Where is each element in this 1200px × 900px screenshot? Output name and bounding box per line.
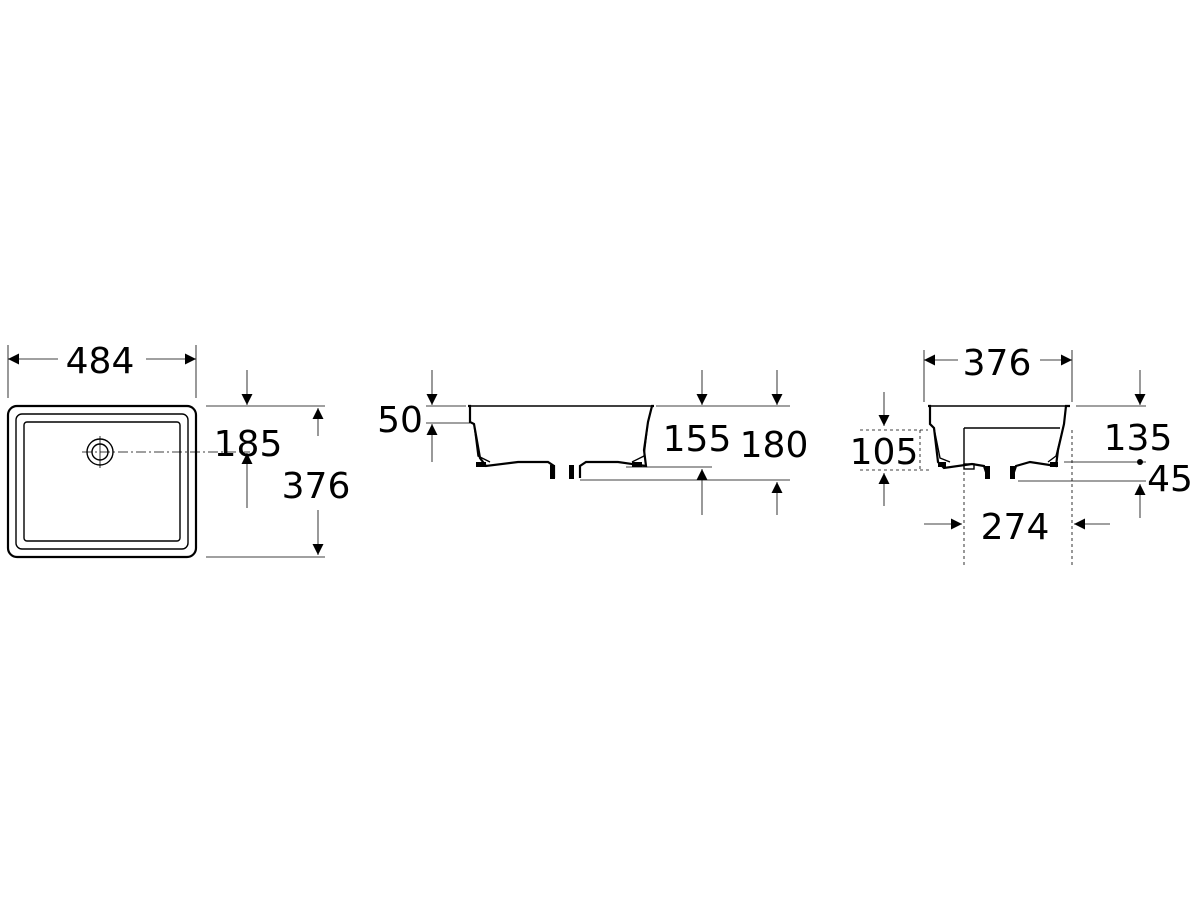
top-view: 484 185 376 [6, 341, 351, 559]
basin-inner-outline [15, 413, 189, 550]
waste-neck-right [1010, 466, 1015, 479]
basin-outer-outline [6, 404, 198, 559]
depth-dimension: 376 [282, 466, 351, 507]
basin-front-inner [473, 421, 649, 463]
side-height-dimension: 105 [850, 432, 919, 473]
bowl-height-dimension: 155 [663, 419, 732, 460]
basin-foot-right [1050, 462, 1058, 467]
waste-outlet-icon [82, 436, 250, 468]
overflow-channel [963, 427, 1060, 466]
basin-foot-left [938, 462, 946, 467]
basin-side-profile [928, 404, 1070, 479]
basin-side-inner [933, 423, 1065, 463]
waste-neck-left [985, 466, 990, 479]
waste-height-dimension: 45 [1147, 459, 1193, 500]
basin-foot-right [632, 462, 642, 467]
width-dimension: 484 [66, 341, 135, 382]
overflow-height-dimension: 135 [1104, 418, 1173, 459]
side-depth-dimension: 376 [963, 343, 1032, 384]
basin-bowl-outline [23, 421, 181, 542]
waste-neck-right [569, 465, 574, 479]
side-view: 376 105 135 45 274 [850, 343, 1193, 565]
waste-offset-dimension: 185 [214, 424, 283, 465]
waste-height-marker [1137, 459, 1143, 465]
base-width-dimension: 274 [981, 507, 1050, 548]
waste-neck-left [550, 465, 555, 479]
overall-height-dimension: 180 [740, 425, 809, 466]
rim-height-dimension: 50 [377, 400, 423, 441]
basin-foot-left [476, 462, 486, 467]
front-view: 50 155 180 [377, 370, 808, 515]
